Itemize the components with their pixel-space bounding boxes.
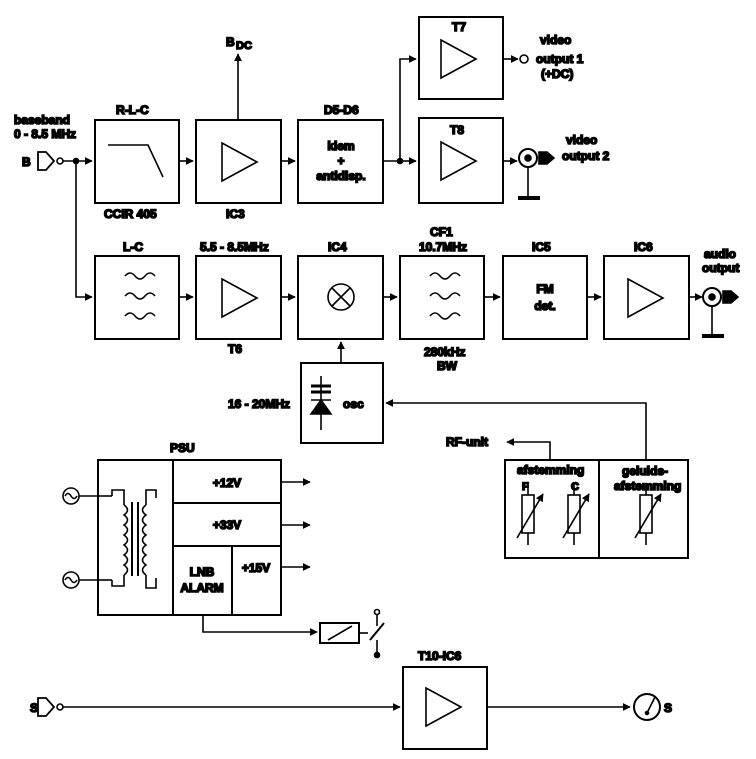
video-out2-line1: video — [566, 133, 597, 147]
cf1-title-line2: 10.7MHz — [419, 240, 467, 254]
mixer-icon — [327, 283, 355, 311]
pot-f-label: F — [522, 481, 529, 493]
d5d6-line1: klem — [327, 139, 354, 153]
baseband-range-label: 0 - 8.5 MHz — [14, 127, 76, 141]
ic5-line1: FM — [536, 282, 553, 296]
video-out1-line1: video — [540, 33, 571, 47]
tuning-to-osc-wire — [385, 399, 647, 460]
video-out1-line3: (+DC) — [541, 67, 573, 81]
baseband-label: baseband — [14, 113, 70, 127]
relay-icon — [319, 608, 385, 659]
tuning-block — [504, 459, 689, 559]
osc-label: osc — [343, 397, 364, 411]
input-b-label: B — [22, 155, 31, 169]
oscillator-block — [300, 362, 384, 444]
ic3-amplifier-block — [195, 119, 282, 204]
osc-range: 16 - 20MHz — [228, 397, 290, 411]
bandpass-filter-icon — [429, 272, 461, 320]
t10-title: T10-IC6 — [418, 649, 462, 663]
input-s-connector — [37, 697, 64, 717]
potentiometer-sound-icon — [634, 484, 662, 545]
ac-input-icon — [62, 571, 98, 589]
amplifier-icon — [440, 140, 478, 182]
psu-15v-label: +15V — [242, 561, 270, 575]
bandpass-filter-icon — [124, 272, 156, 320]
ic5-fm-detector-block — [502, 255, 588, 340]
amplifier-icon — [221, 277, 259, 319]
ic5-title: IC5 — [532, 240, 551, 254]
lnb-label-line1: LNB — [190, 565, 215, 579]
video-out1-line2: output 1 — [536, 52, 584, 66]
psu-12v-label: +12V — [213, 476, 241, 490]
video-out2-line2: output 2 — [562, 149, 610, 163]
amplifier-icon — [425, 686, 463, 728]
transformer-icon — [98, 489, 157, 589]
psu-title: PSU — [170, 441, 195, 455]
psu-block — [97, 459, 282, 616]
potentiometer-f-icon — [516, 484, 544, 545]
audio-out-line2: output — [702, 261, 739, 275]
t7-amplifier-block — [418, 16, 504, 100]
ac-input-icon — [62, 487, 98, 505]
tuning-to-rf-wire — [506, 438, 551, 460]
rlc-title: R-L-C — [116, 103, 149, 117]
ic5-line2: det. — [534, 299, 555, 313]
t6-title: T6 — [228, 342, 242, 356]
afstemming-label: afstemming — [517, 463, 584, 477]
geluidsafstemming-line1: geluids- — [622, 464, 668, 478]
t6-range: 5.5 - 8.5MHz — [200, 240, 269, 254]
lc-title: L-C — [123, 240, 143, 254]
geluidsafstemming-line2: afstemming — [614, 479, 681, 493]
rf-unit-label: RF-unit — [446, 435, 488, 449]
amplifier-icon — [440, 38, 478, 80]
rlc-subtitle: CCIR 405 — [104, 207, 157, 221]
pot-c-label: C — [571, 481, 579, 493]
potentiometer-c-icon — [562, 484, 590, 545]
ic6-amplifier-block — [603, 255, 690, 340]
amplifier-icon — [221, 141, 259, 183]
meter-s-label: S — [664, 701, 672, 715]
signal-meter-icon — [633, 693, 661, 721]
d5d6-line2: + — [337, 154, 344, 168]
audio-out-line1: audio — [704, 247, 736, 261]
ic6-title: IC6 — [634, 240, 653, 254]
video-output-1-terminal — [519, 54, 529, 64]
cf1-title-line1: CF1 — [430, 225, 453, 239]
input-wires — [63, 157, 93, 301]
t6-amplifier-block — [195, 255, 282, 340]
input-b-connector — [37, 151, 64, 171]
t10-amplifier-block — [402, 666, 488, 750]
varicap-diode-icon — [309, 376, 333, 430]
cf1-sub-line1: 280kHz — [424, 345, 465, 359]
input-s-label: S — [30, 701, 38, 715]
video-split-wires — [383, 55, 417, 165]
rlc-filter-block — [94, 119, 180, 204]
amplifier-icon — [627, 277, 665, 319]
lnb-label-line2: ALARM — [180, 581, 223, 595]
t8-title: T8 — [450, 123, 464, 137]
audio-output-bnc-icon — [702, 287, 740, 338]
psu-33v-label: +33V — [213, 518, 241, 532]
lowpass-filter-icon — [108, 144, 164, 178]
d5d6-title: D5-D6 — [324, 103, 359, 117]
cf1-sub-line2: BW — [437, 359, 458, 373]
d5d6-line3: antidisp. — [316, 169, 365, 183]
ic4-title: IC4 — [328, 240, 347, 254]
bdc-output-label: B — [226, 35, 235, 49]
bdc-output-subscript: DC — [236, 40, 252, 52]
lnb-relay-wire — [202, 615, 318, 636]
video-output-2-bnc-icon — [518, 148, 556, 200]
t7-title: T7 — [452, 20, 466, 34]
ic3-title: IC3 — [226, 207, 245, 221]
